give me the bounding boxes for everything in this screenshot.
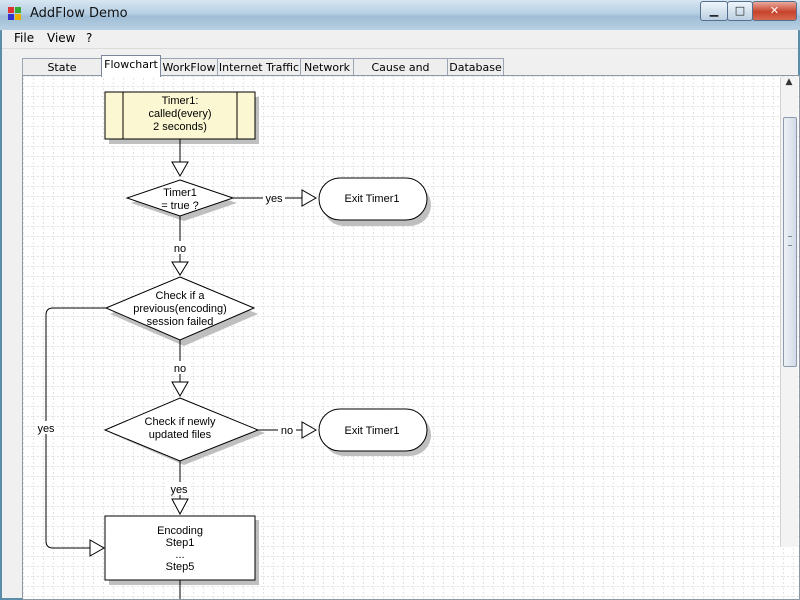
process-timer-line-2: called(every) <box>149 108 212 120</box>
terminal-exit-1-node[interactable]: Exit Timer1 <box>318 177 428 221</box>
maximize-button[interactable]: □ <box>727 1 753 21</box>
grid-background <box>23 76 799 599</box>
process-encoding-line-4: Step5 <box>166 561 195 573</box>
decision-newly-line-2: updated files <box>149 429 212 441</box>
edge-labels: yes no no no yes yes <box>35 191 296 496</box>
tab-database[interactable]: Database <box>447 58 504 76</box>
menu-view[interactable]: View <box>47 31 76 45</box>
menu-file[interactable]: File <box>14 31 35 45</box>
decision-timer-line-2: = true ? <box>161 200 199 212</box>
client-area: State Diagram Flowchart WorkFlow Interne… <box>2 49 800 600</box>
decision-timer-line-1: Timer1 <box>163 187 197 199</box>
terminal-exit-1-label: Exit Timer1 <box>344 193 399 205</box>
tab-internet-traffic[interactable]: Internet Traffic <box>217 58 301 76</box>
decision-previous-line-3: session failed <box>147 316 214 328</box>
decision-previous-line-1: Check if a <box>156 290 206 302</box>
edge-label-no-2: no <box>174 363 186 375</box>
decision-previous-node[interactable]: Check if a previous(encoding) session fa… <box>104 276 256 341</box>
process-encoding-line-3: ... <box>175 549 184 561</box>
process-encoding-node[interactable]: Encoding Step1 ... Step5 <box>104 515 256 581</box>
title-bar[interactable]: AddFlow Demo ▁ □ ✕ <box>0 0 800 31</box>
tab-workflow[interactable]: WorkFlow <box>160 58 218 76</box>
edge-label-yes-2: yes <box>170 484 188 496</box>
edge-label-no-1: no <box>174 243 186 255</box>
menu-bar: File View ? <box>2 30 798 49</box>
scroll-up-icon[interactable]: ▲ <box>785 77 793 87</box>
edge-label-no-3: no <box>281 425 293 437</box>
edge-label-yes-left: yes <box>37 423 55 435</box>
decision-newly-line-1: Check if newly <box>145 416 216 428</box>
process-encoding-line-1: Encoding <box>157 525 203 537</box>
vertical-scrollbar[interactable]: ▲ <box>780 77 798 547</box>
app-icon <box>8 7 22 21</box>
arrowheads <box>89 161 318 557</box>
tab-network[interactable]: Network <box>300 58 354 76</box>
window-title: AddFlow Demo <box>30 6 128 21</box>
tab-flowchart[interactable]: Flowchart <box>101 55 161 77</box>
scroll-thumb[interactable] <box>783 117 797 367</box>
process-timer-line-3: 2 seconds) <box>153 121 207 133</box>
terminal-exit-2-node[interactable]: Exit Timer1 <box>318 408 428 452</box>
menu-help[interactable]: ? <box>86 31 93 45</box>
terminal-exit-2-label: Exit Timer1 <box>344 425 399 437</box>
minimize-button[interactable]: ▁ <box>700 1 728 21</box>
decision-timer-node[interactable]: Timer1 = true ? <box>125 179 235 217</box>
close-button[interactable]: ✕ <box>752 1 797 21</box>
edge-label-yes-1: yes <box>265 193 283 205</box>
tab-state-diagram[interactable]: State Diagram <box>22 58 102 91</box>
flowchart-diagram[interactable]: Timer1: called(every) 2 seconds) Timer1 … <box>23 76 799 599</box>
process-timer-node[interactable]: Timer1: called(every) 2 seconds) <box>104 91 256 140</box>
flowchart-canvas[interactable]: Timer1: called(every) 2 seconds) Timer1 … <box>22 75 800 600</box>
process-encoding-line-2: Step1 <box>166 537 195 549</box>
tab-cause-and-effect[interactable]: Cause and Effect <box>353 58 448 91</box>
decision-newly-node[interactable]: Check if newly updated files <box>103 397 260 462</box>
process-timer-line-1: Timer1: <box>162 95 199 107</box>
grip-icon <box>788 236 792 246</box>
decision-previous-line-2: previous(encoding) <box>133 303 227 315</box>
